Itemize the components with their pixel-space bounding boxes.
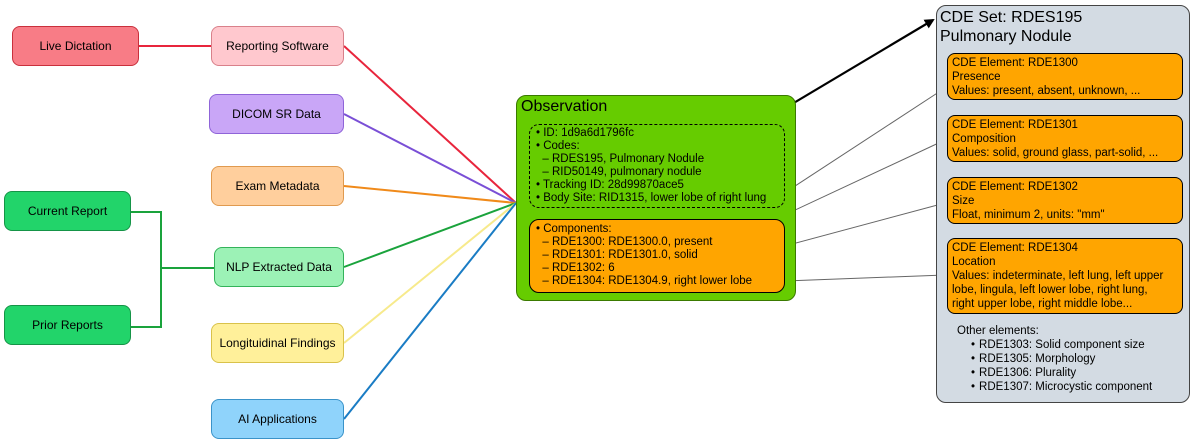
element-line: Values: present, absent, unknown, ... xyxy=(952,85,1141,97)
info-line: – RID50149, pulmonary nodule xyxy=(536,166,702,178)
other-element-item: RDE1307: Microcystic component xyxy=(971,380,1183,394)
node-longitudinal-findings[interactable]: Longituidinal Findings xyxy=(211,323,344,363)
component-line: – RDE1300: RDE1300.0, present xyxy=(536,236,713,248)
element-line: Size xyxy=(952,195,975,207)
element-line: CDE Element: RDE1300 xyxy=(952,57,1078,69)
info-line: – RDES195, Pulmonary Nodule xyxy=(536,153,705,165)
edge-exam-metadata xyxy=(343,185,517,204)
element-line: CDE Element: RDE1304 xyxy=(952,242,1078,254)
other-elements: Other elements: RDE1303: Solid component… xyxy=(957,324,1183,394)
cde-set-title: CDE Set: RDES195 Pulmonary Nodule xyxy=(940,8,1082,46)
node-reporting-software[interactable]: Reporting Software xyxy=(211,26,344,66)
node-nlp-extracted-data[interactable]: NLP Extracted Data xyxy=(214,247,344,287)
component-line: • Components: xyxy=(536,223,612,235)
element-line: CDE Element: RDE1301 xyxy=(952,119,1078,131)
element-line: Composition xyxy=(952,133,1016,145)
component-line: – RDE1302: 6 xyxy=(536,262,615,274)
node-label: DICOM SR Data xyxy=(232,107,321,121)
other-element-item: RDE1303: Solid component size xyxy=(971,338,1183,352)
edge-dicom-sr-data xyxy=(343,113,517,204)
node-label: Reporting Software xyxy=(226,39,329,53)
component-line: – RDE1301: RDE1301.0, solid xyxy=(536,249,698,261)
other-element-item: RDE1305: Morphology xyxy=(971,352,1183,366)
node-label: Current Report xyxy=(27,204,108,218)
element-line: Float, minimum 2, units: "mm" xyxy=(952,209,1105,221)
edge-nlp-extracted-data xyxy=(343,202,517,268)
node-label: Longituidinal Findings xyxy=(219,336,336,350)
info-line: • Body Site: RID1315, lower lobe of righ… xyxy=(536,192,767,204)
edge-ai-applications xyxy=(343,202,517,420)
observation-panel[interactable]: Observation • ID: 1d9a6d1796fc • Codes: … xyxy=(516,95,796,301)
element-line: lobe, lingula, left lower lobe, right lu… xyxy=(952,284,1148,296)
cde-element-rde1302[interactable]: CDE Element: RDE1302 Size Float, minimum… xyxy=(947,177,1183,224)
node-label: AI Applications xyxy=(238,412,317,426)
info-line: • Tracking ID: 28d99870ace5 xyxy=(536,179,684,191)
other-elements-list: RDE1303: Solid component size RDE1305: M… xyxy=(957,338,1183,394)
cde-set-title-line2: Pulmonary Nodule xyxy=(940,28,1072,45)
observation-components: • Components: – RDE1300: RDE1300.0, pres… xyxy=(529,219,785,293)
cde-set-panel[interactable]: CDE Set: RDES195 Pulmonary Nodule CDE El… xyxy=(936,5,1190,403)
element-line: Values: solid, ground glass, part-solid,… xyxy=(952,147,1159,159)
element-line: Presence xyxy=(952,71,1001,83)
node-label: Prior Reports xyxy=(32,318,103,332)
element-line: Location xyxy=(952,256,996,268)
node-live-dictation[interactable]: Live Dictation xyxy=(12,26,139,66)
edge-reporting-software xyxy=(343,45,517,204)
other-element-item: RDE1306: Plurality xyxy=(971,366,1183,380)
cde-element-rde1304[interactable]: CDE Element: RDE1304 Location Values: in… xyxy=(947,238,1183,314)
edge-longitudinal-findings xyxy=(343,202,517,344)
node-exam-metadata[interactable]: Exam Metadata xyxy=(211,166,344,206)
node-label: Exam Metadata xyxy=(235,179,320,193)
node-prior-reports[interactable]: Prior Reports xyxy=(4,305,131,345)
node-label: NLP Extracted Data xyxy=(226,260,332,274)
info-line: • ID: 1d9a6d1796fc xyxy=(536,127,635,139)
cde-element-rde1301[interactable]: CDE Element: RDE1301 Composition Values:… xyxy=(947,115,1183,162)
node-dicom-sr-data[interactable]: DICOM SR Data xyxy=(209,94,344,134)
node-ai-applications[interactable]: AI Applications xyxy=(211,399,344,439)
cde-element-rde1300[interactable]: CDE Element: RDE1300 Presence Values: pr… xyxy=(947,53,1183,100)
cde-set-title-line1: CDE Set: RDES195 xyxy=(940,9,1083,26)
element-line: right upper lobe, right middle lobe... xyxy=(952,298,1133,310)
info-line: • Codes: xyxy=(536,140,580,152)
node-label: Live Dictation xyxy=(39,39,112,53)
element-line: Values: indeterminate, left lung, left u… xyxy=(952,270,1164,282)
node-current-report[interactable]: Current Report xyxy=(4,191,131,231)
observation-title: Observation xyxy=(521,98,608,115)
element-line: CDE Element: RDE1302 xyxy=(952,181,1078,193)
other-elements-title: Other elements: xyxy=(957,325,1039,337)
component-line: – RDE1304: RDE1304.9, right lower lobe xyxy=(536,275,753,287)
edge-reports-bracket xyxy=(131,211,214,328)
observation-info: • ID: 1d9a6d1796fc • Codes: – RDES195, P… xyxy=(529,124,785,208)
